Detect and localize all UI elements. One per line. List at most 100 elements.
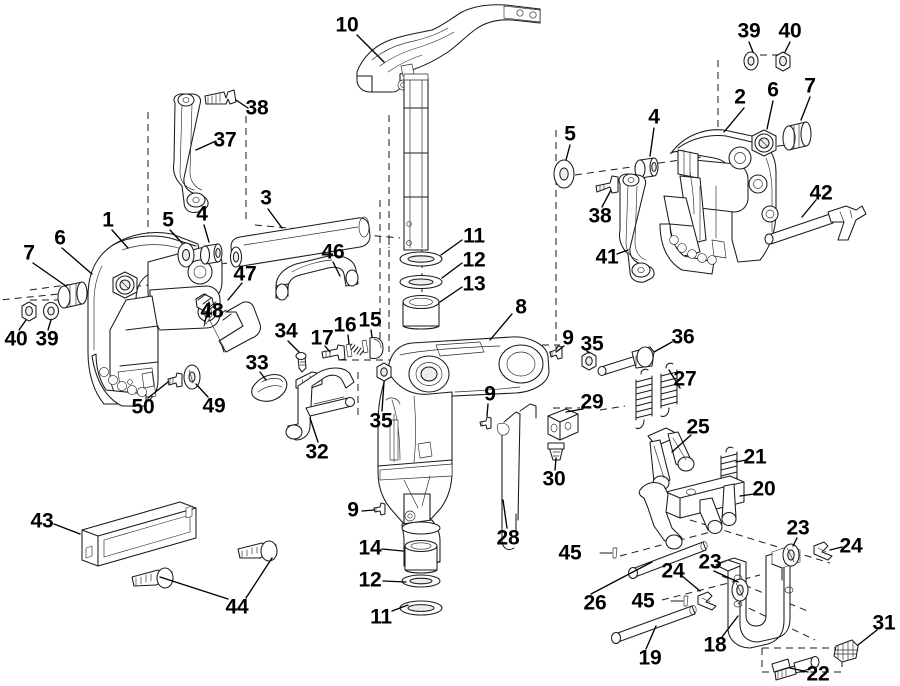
callout-number-washer: 5 bbox=[162, 208, 174, 232]
part-22-pin-bushing bbox=[771, 655, 820, 681]
callout-number-bushing: 4 bbox=[648, 105, 660, 129]
callout-number-tilt-lock-bracket: 18 bbox=[703, 633, 727, 657]
callout-number-release-lever: 32 bbox=[305, 440, 329, 464]
callout-number-grease-fitting: 45 bbox=[558, 541, 582, 565]
part-27-spring-left bbox=[635, 368, 653, 430]
callout-number-bushing: 4 bbox=[196, 202, 208, 226]
part-43-trim-plate bbox=[81, 501, 197, 567]
callout-number-washer: 39 bbox=[737, 19, 761, 43]
part-40-locknut-port bbox=[21, 301, 37, 322]
callout-number-cover-cap: 33 bbox=[245, 351, 269, 375]
part-6-bushing-nut-port bbox=[112, 271, 138, 299]
part-47-clamp-lever bbox=[195, 293, 262, 353]
part-5-washer-port bbox=[177, 242, 195, 268]
callout-number-washer: 39 bbox=[35, 327, 59, 351]
part-4-bushing-port bbox=[199, 243, 223, 265]
part-44-bolt-right bbox=[237, 540, 278, 562]
part-32-release-lever bbox=[285, 367, 356, 441]
part-39-washer-starboard bbox=[743, 51, 759, 71]
callout-number-cap-plug: 15 bbox=[358, 308, 382, 332]
part-45-fitting-upper bbox=[599, 547, 618, 559]
callout-number-screw: 30 bbox=[542, 467, 566, 491]
callout-number-cotter-pin: 24 bbox=[661, 559, 685, 583]
part-10-steering-arm bbox=[356, 4, 541, 251]
callout-number-locknut: 40 bbox=[4, 327, 28, 351]
callout-number-washer: 5 bbox=[564, 122, 576, 146]
part-6-bushing-nut-starboard bbox=[751, 129, 777, 157]
callout-number-bushing-cap: 7 bbox=[804, 74, 816, 98]
callout-number-seal-ring-lower: 11 bbox=[370, 605, 392, 629]
part-20-tilt-lock-lever bbox=[638, 475, 745, 550]
part-29-clamp-block bbox=[547, 408, 579, 441]
callout-number-bushing-upper: 13 bbox=[462, 272, 486, 296]
part-9-screw-c bbox=[373, 502, 386, 516]
callout-number-screw: 34 bbox=[274, 319, 298, 343]
callout-number-stern-bracket-port: 1 bbox=[102, 208, 114, 232]
part-4-bushing-starboard bbox=[634, 157, 659, 179]
part-27-spring-right bbox=[660, 362, 678, 418]
part-33-cover-cap bbox=[251, 374, 288, 402]
callout-number-tilt-lock-lever: 20 bbox=[752, 477, 776, 501]
callout-number-screw: 9 bbox=[347, 498, 359, 522]
part-46-handle-grip bbox=[275, 255, 359, 301]
part-12-washer-upper bbox=[399, 274, 443, 290]
callout-number-pivot-shaft-lower: 19 bbox=[638, 646, 662, 670]
callout-number-stern-bracket-starboard: 2 bbox=[734, 85, 746, 109]
callout-number-steering-arm-tilt-tube: 10 bbox=[335, 13, 359, 37]
callout-number-swivel-bracket: 8 bbox=[515, 295, 527, 319]
callout-number-bushing-nut: 6 bbox=[767, 78, 779, 102]
callout-number-link-rod-starboard: 41 bbox=[595, 245, 619, 269]
callout-number-bushing-cap: 7 bbox=[23, 241, 35, 265]
part-45-fitting-lower bbox=[670, 595, 689, 607]
callout-number-locknut: 35 bbox=[580, 332, 604, 356]
callout-number-washer: 23 bbox=[786, 516, 810, 540]
leader-lines bbox=[18, 34, 878, 673]
callout-number-clamp-lever-spring: 47 bbox=[233, 262, 257, 286]
callout-number-screw: 50 bbox=[131, 395, 155, 419]
callout-number-anode-plate: 49 bbox=[202, 394, 226, 418]
callout-number-pivot-shaft-upper: 26 bbox=[583, 591, 607, 615]
part-42-tilt-pin-rod bbox=[764, 205, 867, 245]
part-40-locknut-starboard bbox=[775, 51, 791, 72]
callout-number-thru-bolt: 36 bbox=[671, 325, 695, 349]
callout-number-pin: 48 bbox=[200, 299, 224, 323]
callout-number-screw: 9 bbox=[562, 326, 574, 350]
part-7-bushing-cap-port bbox=[57, 281, 88, 309]
part-23-washer-lower bbox=[731, 578, 749, 602]
callout-number-link-rod-port: 37 bbox=[213, 128, 237, 152]
part-37-link-rod-port bbox=[172, 93, 209, 213]
part-8-swivel-bracket bbox=[377, 336, 550, 567]
part-39-washer-port bbox=[42, 301, 60, 321]
part-5-washer-starboard bbox=[553, 159, 575, 189]
part-17-screw bbox=[321, 344, 346, 361]
part-7-bushing-cap-starboard bbox=[782, 121, 812, 151]
part-50-screw bbox=[167, 372, 183, 388]
part-49-anode-plate bbox=[183, 364, 201, 390]
callout-number-screw: 38 bbox=[245, 96, 269, 120]
callout-number-tilt-pin-rod: 42 bbox=[809, 181, 833, 205]
part-38-screw-starboard bbox=[595, 175, 619, 194]
part-12-washer-lower bbox=[401, 574, 441, 588]
part-35-locknut-right bbox=[581, 351, 597, 371]
callout-number-handle-grip: 46 bbox=[321, 240, 345, 264]
part-3-tilt-tube bbox=[229, 216, 371, 268]
part-23-washer-upper bbox=[782, 543, 800, 567]
part-44-bolt-left bbox=[131, 567, 174, 589]
part-11-seal-upper bbox=[399, 251, 443, 267]
part-14-bushing-lower bbox=[404, 539, 438, 574]
callout-number-spring-tension: 27 bbox=[673, 367, 697, 391]
callout-number-screw: 38 bbox=[588, 204, 612, 228]
part-9-screw-b bbox=[479, 416, 492, 430]
part-41-link-rod-starboard bbox=[618, 173, 655, 283]
part-26-pivot-shaft-upper bbox=[627, 541, 708, 580]
part-15-cap-plug bbox=[369, 337, 384, 359]
part-16-spring bbox=[345, 339, 369, 358]
spring-coils bbox=[197, 293, 232, 321]
callout-number-linkage-arm: 25 bbox=[686, 415, 710, 439]
callout-number-washer: 23 bbox=[698, 550, 722, 574]
callout-number-spring-clip: 31 bbox=[872, 611, 896, 635]
callout-number-locknut: 35 bbox=[369, 409, 393, 433]
part-24-cotter-pin-lower bbox=[697, 591, 717, 611]
